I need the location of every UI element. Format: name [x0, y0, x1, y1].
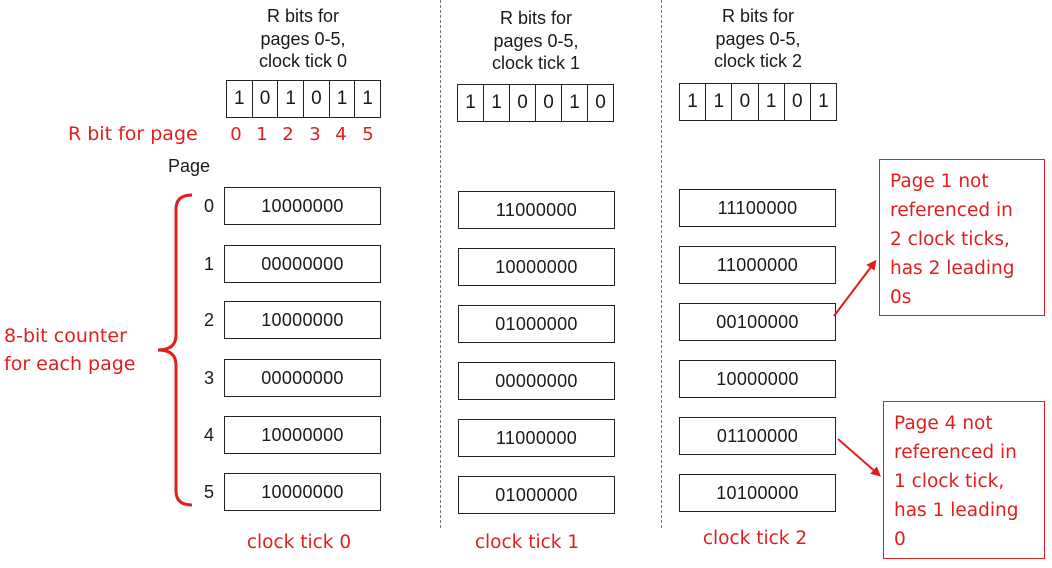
r-bit-cell: 0	[304, 81, 330, 117]
counter-tick-2-page-1: 11000000	[679, 246, 836, 284]
counter-tick-1-page-5: 01000000	[458, 476, 615, 514]
counter-tick-0-page-5: 10000000	[224, 473, 381, 511]
counter-tick-2-page-4: 01100000	[679, 417, 836, 455]
counter-tick-1-page-0: 11000000	[458, 191, 615, 229]
column-divider	[661, 0, 662, 528]
counter-label-line-1: 8-bit counter	[4, 325, 127, 347]
r-bit-cell: 0	[595, 92, 606, 113]
callout-page-1: Page 1 not referenced in 2 clock ticks, …	[879, 159, 1045, 316]
counter-tick-1-page-2: 01000000	[458, 305, 615, 343]
page-index-label: 0	[230, 124, 242, 145]
tick-label-1: clock tick 1	[474, 532, 580, 553]
counter-tick-0-page-1: 00000000	[224, 245, 381, 283]
counter-tick-1-page-3: 00000000	[458, 362, 615, 400]
column-0-title-line-1: R bits for	[266, 6, 340, 26]
r-bit-cell: 1	[680, 84, 707, 120]
column-1-title-line-3: clock tick 1	[491, 53, 581, 73]
r-bits-row-tick-2: 1 1 0 1 0 1	[679, 83, 837, 121]
page-index-label: 3	[309, 124, 321, 145]
page-index-label: 4	[335, 124, 347, 145]
r-bit-cell: 0	[732, 84, 759, 120]
counter-tick-2-page-2: 00100000	[679, 303, 836, 341]
callout-page-4: Page 4 not referenced in 1 clock tick, h…	[883, 401, 1045, 559]
column-2-title-line-3: clock tick 2	[713, 51, 803, 71]
callout-line: 0s	[890, 287, 912, 308]
r-bit-cell: 1	[562, 85, 588, 121]
column-1-title: R bits for pages 0-5, clock tick 1	[456, 7, 616, 75]
tick-label-0: clock tick 0	[246, 532, 352, 553]
callout-line: referenced in	[890, 200, 1013, 221]
r-bit-cell: 0	[785, 84, 811, 120]
counter-tick-1-page-4: 11000000	[458, 419, 615, 457]
arrow-to-callout-page-4	[837, 438, 882, 477]
column-2-title-line-1: R bits for	[721, 6, 795, 26]
r-bit-cell: 0	[253, 81, 279, 117]
callout-line: 1 clock tick,	[894, 471, 1005, 492]
page-index-label: 5	[362, 124, 374, 145]
counter-label-line-2: for each page	[4, 353, 136, 375]
page-number: 5	[203, 482, 214, 502]
page-number: 2	[203, 310, 214, 330]
r-bit-cell: 1	[362, 88, 373, 109]
page-number: 3	[203, 368, 214, 388]
callout-line: Page 1 not	[890, 171, 989, 192]
r-bit-cell: 1	[706, 84, 733, 120]
page-index-label: 1	[256, 124, 268, 145]
callout-line: Page 4 not	[894, 413, 993, 434]
counter-tick-0-page-0: 10000000	[224, 187, 381, 225]
page-number: 0	[203, 196, 214, 216]
r-bit-cell: 1	[484, 85, 510, 121]
counter-tick-2-page-3: 10000000	[679, 360, 836, 398]
counter-tick-2-page-0: 11100000	[679, 189, 836, 227]
r-bit-cell: 1	[818, 91, 829, 112]
r-bit-cell: 0	[510, 85, 536, 121]
brace-shape	[157, 193, 193, 507]
page-index-label: 2	[282, 124, 294, 145]
r-bit-cell: 1	[278, 81, 305, 117]
r-bit-for-page-label: R bit for page	[68, 123, 198, 145]
counter-tick-0-page-2: 10000000	[224, 301, 381, 339]
column-divider	[440, 0, 441, 528]
counter-tick-0-page-4: 10000000	[224, 416, 381, 454]
callout-line: has 2 leading	[890, 258, 1015, 279]
column-0-title: R bits for pages 0-5, clock tick 0	[223, 5, 383, 73]
column-1-title-line-2: pages 0-5,	[493, 30, 579, 51]
r-bit-cell: 1	[759, 84, 785, 120]
page-counters-brace	[157, 193, 193, 507]
r-bit-cell: 1	[227, 81, 253, 117]
page-number: 1	[203, 254, 214, 274]
column-0-title-line-2: pages 0-5,	[260, 28, 346, 49]
callout-line: 2 clock ticks,	[890, 229, 1010, 250]
counter-tick-1-page-1: 10000000	[458, 248, 615, 286]
counter-tick-2-page-5: 10100000	[679, 474, 836, 512]
tick-label-2: clock tick 2	[702, 528, 808, 549]
counter-tick-0-page-3: 00000000	[224, 359, 381, 397]
r-bit-cell: 1	[458, 85, 484, 121]
column-2-title: R bits for pages 0-5, clock tick 2	[678, 5, 838, 73]
column-2-title-line-2: pages 0-5,	[715, 28, 801, 49]
page-number: 4	[203, 425, 214, 445]
counter-label: 8-bit counter for each page	[4, 322, 135, 378]
column-0-title-line-3: clock tick 0	[258, 51, 348, 71]
page-column-header: Page	[168, 156, 211, 176]
r-bits-row-tick-0: 1 0 1 0 1 1	[226, 80, 381, 118]
column-1-title-line-1: R bits for	[499, 8, 573, 28]
arrow-to-callout-page-1	[833, 259, 877, 317]
r-bit-cell: 1	[330, 81, 356, 117]
r-bit-cell: 0	[536, 85, 562, 121]
r-bits-row-tick-1: 1 1 0 0 1 0	[457, 84, 614, 122]
callout-line: has 1 leading	[894, 500, 1019, 521]
callout-line: referenced in	[894, 442, 1017, 463]
callout-line: 0	[894, 529, 906, 550]
